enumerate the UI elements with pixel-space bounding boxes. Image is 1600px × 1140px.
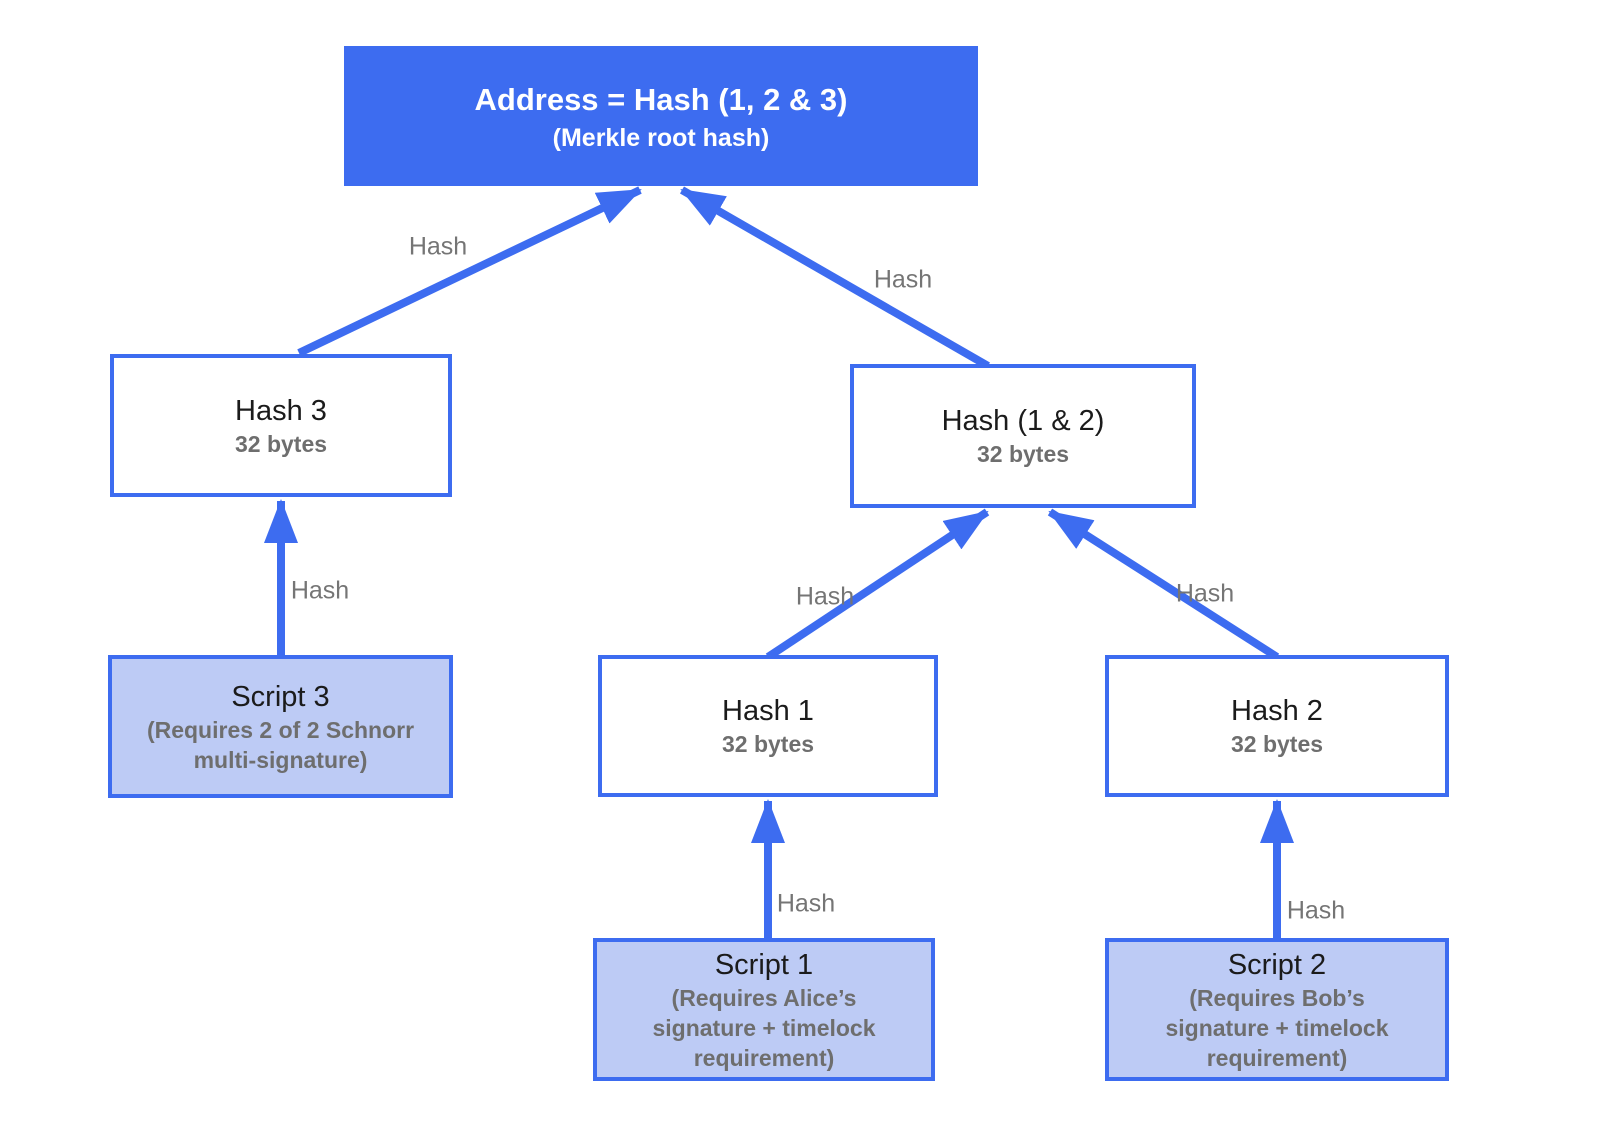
node-title: Script 3 bbox=[231, 680, 330, 713]
node-subtitle-line: requirement) bbox=[1206, 1044, 1348, 1071]
edge-label-hash: Hash bbox=[776, 889, 836, 918]
edge-label-hash: Hash bbox=[795, 582, 855, 611]
node-title: Address = Hash (1, 2 & 3) bbox=[474, 82, 848, 117]
node-subtitle: 32 bytes bbox=[234, 430, 328, 457]
node-subtitle-line: requirement) bbox=[693, 1044, 835, 1071]
node-script2: Script 2 (Requires Bob’s signature + tim… bbox=[1105, 938, 1449, 1081]
node-subtitle-line: (Requires 2 of 2 Schnorr bbox=[146, 716, 415, 743]
node-subtitle: 32 bytes bbox=[1230, 731, 1324, 757]
edge-hash2-to-hash12 bbox=[1047, 508, 1280, 661]
node-hash3: Hash 3 32 bytes bbox=[110, 354, 452, 497]
node-script1: Script 1 (Requires Alice’s signature + t… bbox=[593, 938, 935, 1081]
node-hash1: Hash 1 32 bytes bbox=[598, 655, 938, 797]
edge-hash3-to-root bbox=[297, 186, 642, 357]
node-hash2: Hash 2 32 bytes bbox=[1105, 655, 1449, 797]
edge-label-hash: Hash bbox=[408, 232, 468, 261]
node-subtitle: 32 bytes bbox=[721, 731, 815, 757]
node-subtitle-line: multi-signature) bbox=[193, 746, 368, 773]
node-subtitle: 32 bytes bbox=[976, 441, 1070, 467]
node-title: Hash 2 bbox=[1231, 695, 1323, 727]
edge-label-hash: Hash bbox=[1286, 896, 1346, 925]
node-title: Script 2 bbox=[1227, 948, 1327, 981]
node-title: Script 1 bbox=[714, 948, 814, 981]
node-address-root: Address = Hash (1, 2 & 3) (Merkle root h… bbox=[344, 46, 978, 186]
node-hash12: Hash (1 & 2) 32 bytes bbox=[850, 364, 1196, 508]
edge-label-hash: Hash bbox=[873, 265, 933, 294]
node-title: Hash 3 bbox=[235, 394, 327, 427]
edge-label-hash: Hash bbox=[290, 576, 350, 605]
node-subtitle-line: (Requires Bob’s bbox=[1189, 984, 1365, 1011]
edge-hash12-to-root bbox=[680, 186, 990, 370]
edge-label-hash: Hash bbox=[1175, 579, 1235, 608]
node-subtitle-line: (Requires Alice’s bbox=[671, 984, 857, 1011]
node-script3: Script 3 (Requires 2 of 2 Schnorr multi-… bbox=[108, 655, 453, 798]
node-subtitle: (Merkle root hash) bbox=[552, 124, 770, 152]
node-title: Hash 1 bbox=[722, 695, 814, 727]
node-subtitle-line: signature + timelock bbox=[1165, 1014, 1389, 1041]
node-subtitle-line: signature + timelock bbox=[652, 1014, 876, 1041]
node-title: Hash (1 & 2) bbox=[941, 405, 1105, 437]
